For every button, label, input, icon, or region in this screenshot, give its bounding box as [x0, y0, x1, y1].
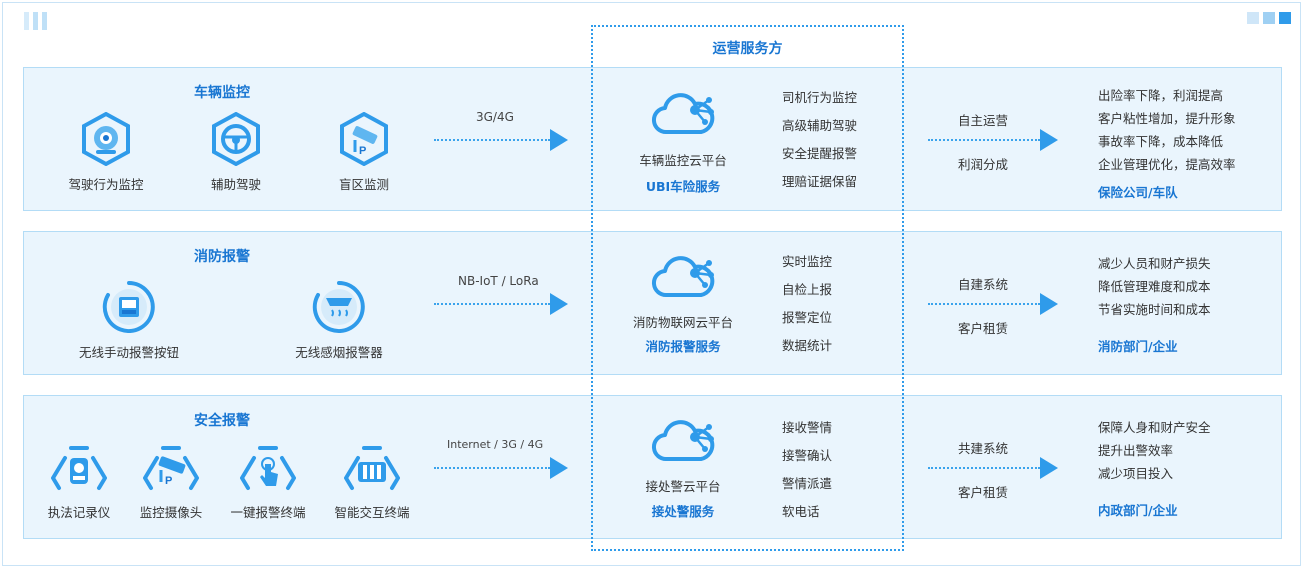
benefit-item: 事故率下降，成本降低 [1098, 134, 1224, 149]
device-label: 执法记录仪 [47, 505, 111, 520]
device-label: 无线手动报警按钮 [78, 345, 179, 360]
device-smoke-detector: 无线感烟报警器 [274, 280, 404, 361]
device-one-key-alarm: 一键报警终端 [220, 444, 316, 521]
function-item: 报警定位 [782, 310, 833, 325]
benefits-list: 保障人身和财产安全 提升出警效率 减少项目投入 [1098, 416, 1211, 485]
smoke-detector-icon [312, 281, 365, 333]
platform-name: 接处警云平台 [645, 479, 721, 494]
cloud-platform-icon [652, 93, 715, 135]
business-mode: 共建系统 [958, 441, 1009, 456]
device-assisted-driving: 辅助驾驶 [188, 112, 284, 193]
function-item: 高级辅助驾驶 [782, 118, 858, 133]
device-label: 盲区监测 [338, 177, 389, 192]
benefit-item: 出险率下降，利润提高 [1098, 88, 1224, 103]
row-security-alarm: 安全报警 执法记录仪 P 监控摄像头 一键报 [23, 395, 1282, 539]
function-item: 接收警情 [782, 420, 833, 435]
device-body-camera: 执法记录仪 [36, 444, 122, 521]
device-smart-terminal: 智能交互终端 [324, 444, 420, 521]
benefit-item: 节省实施时间和成本 [1098, 302, 1211, 317]
benefit-item: 客户粘性增加，提升形象 [1098, 111, 1236, 126]
business-arrow [928, 129, 1058, 151]
platform-service: UBI车险服务 [645, 179, 721, 194]
business-arrow [928, 293, 1058, 315]
benefit-item: 提升出警效率 [1098, 443, 1174, 458]
svg-text:P: P [165, 475, 172, 487]
cloud-platform-icon [652, 256, 715, 298]
target-customer: 消防部门/企业 [1098, 339, 1178, 354]
body-camera-icon [51, 446, 107, 490]
network-label: 3G/4G [476, 110, 514, 124]
device-label: 智能交互终端 [334, 505, 410, 520]
device-blind-spot: P 盲区监测 [316, 112, 412, 193]
network-arrow [434, 293, 568, 315]
touch-button-icon [240, 446, 296, 490]
target-customer: 保险公司/车队 [1098, 185, 1178, 200]
row-title: 消防报警 [194, 249, 250, 265]
platform-service: 接处警服务 [651, 504, 715, 519]
device-manual-alarm-button: 无线手动报警按钮 [64, 280, 194, 361]
device-driving-behavior: 驾驶行为监控 [58, 112, 154, 193]
benefit-item: 企业管理优化，提高效率 [1098, 157, 1236, 172]
network-label: Internet / 3G / 4G [447, 438, 544, 451]
row-title: 安全报警 [194, 413, 250, 429]
benefit-item: 降低管理难度和成本 [1098, 279, 1211, 294]
benefit-item: 减少人员和财产损失 [1098, 256, 1211, 271]
platform-functions: 司机行为监控 高级辅助驾驶 安全提醒报警 理赔证据保留 [782, 84, 857, 196]
device-surveillance-camera: P 监控摄像头 [128, 444, 214, 521]
business-mode: 自建系统 [958, 277, 1009, 292]
row-fire-alarm: 消防报警 无线手动报警按钮 无线感烟报警器 [23, 231, 1282, 375]
function-item: 安全提醒报警 [782, 146, 858, 161]
function-item: 实时监控 [782, 254, 833, 269]
platform-functions: 接收警情 接警确认 警情派遣 软电话 [782, 414, 832, 526]
surveillance-camera-icon: P [143, 446, 199, 490]
surveillance-camera-icon: P [340, 112, 388, 166]
device-label: 监控摄像头 [139, 505, 203, 520]
row-vehicle-monitoring: 车辆监控 驾驶行为监控 辅助驾驶 P 盲区监测 [23, 67, 1282, 211]
camera-icon [82, 112, 130, 166]
network-arrow [434, 457, 568, 479]
function-item: 理赔证据保留 [782, 174, 858, 189]
benefit-item: 保障人身和财产安全 [1098, 420, 1211, 435]
platform-name: 消防物联网云平台 [632, 315, 733, 330]
decoration-bars-left [24, 12, 47, 30]
function-item: 自检上报 [782, 282, 833, 297]
business-mode: 客户租赁 [958, 321, 1009, 336]
benefit-item: 减少项目投入 [1098, 466, 1174, 481]
decoration-squares-right [1247, 12, 1291, 24]
platform-service: 消防报警服务 [645, 339, 721, 354]
target-customer: 内政部门/企业 [1098, 503, 1178, 518]
operations-service-box [591, 25, 904, 551]
business-arrow [928, 457, 1058, 479]
business-mode: 自主运营 [958, 113, 1009, 128]
network-label: NB-IoT / LoRa [458, 274, 539, 288]
svg-text:P: P [359, 145, 366, 157]
device-label: 驾驶行为监控 [68, 177, 144, 192]
platform-functions: 实时监控 自检上报 报警定位 数据统计 [782, 248, 832, 360]
interactive-terminal-icon [344, 446, 400, 490]
alarm-button-icon [102, 281, 155, 333]
function-item: 司机行为监控 [782, 90, 858, 105]
network-arrow [434, 129, 568, 151]
platform-name: 车辆监控云平台 [639, 153, 727, 168]
function-item: 软电话 [782, 504, 820, 519]
device-label: 一键报警终端 [230, 505, 306, 520]
function-item: 接警确认 [782, 448, 833, 463]
steering-wheel-icon [212, 112, 260, 166]
device-label: 辅助驾驶 [210, 177, 261, 192]
cloud-platform-icon [652, 420, 715, 462]
business-mode: 客户租赁 [958, 485, 1009, 500]
function-item: 数据统计 [782, 338, 833, 353]
row-title: 车辆监控 [194, 85, 250, 101]
benefits-list: 减少人员和财产损失 降低管理难度和成本 节省实施时间和成本 [1098, 252, 1211, 321]
device-label: 无线感烟报警器 [295, 345, 383, 360]
business-mode: 利润分成 [958, 157, 1009, 172]
benefits-list: 出险率下降，利润提高 客户粘性增加，提升形象 事故率下降，成本降低 企业管理优化… [1098, 84, 1236, 176]
operations-title: 运营服务方 [712, 41, 783, 57]
function-item: 警情派遣 [782, 476, 833, 491]
